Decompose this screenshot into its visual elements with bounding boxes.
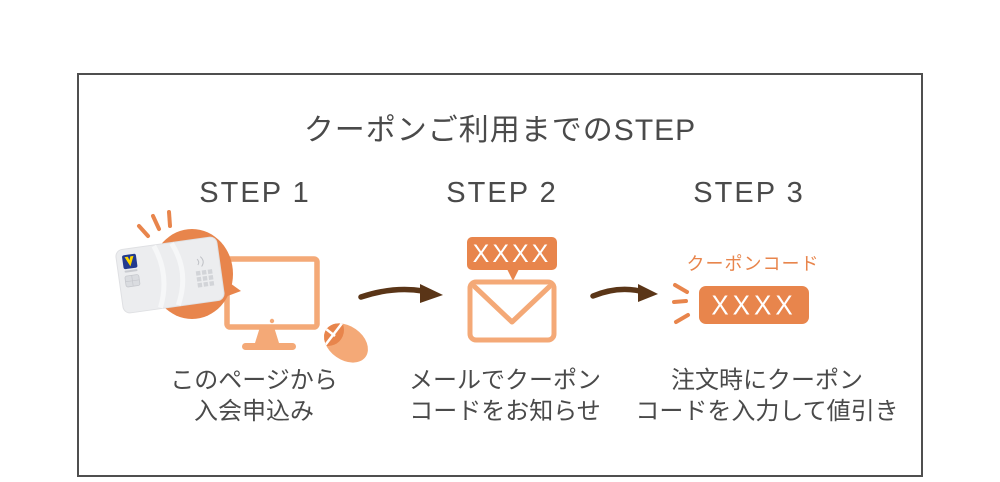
coupon-code-box: XXXX — [699, 286, 809, 324]
envelope-icon — [467, 279, 557, 343]
panel-title: クーポンご利用までのSTEP — [303, 114, 697, 147]
coupon-steps-panel: クーポンご利用までのSTEP STEP 1 STEP 2 STEP 3 — [77, 73, 923, 477]
arrow-right-icon — [590, 284, 658, 302]
card-chip-icon — [124, 274, 141, 288]
monitor-icon — [224, 256, 320, 350]
step1-caption-line2: 入会申込み — [194, 398, 314, 425]
coupon-code-text: XXXX — [711, 288, 797, 321]
step3-caption-line1: 注文時にクーポン — [671, 367, 863, 394]
sparkle-icon — [137, 210, 172, 238]
coupon-code-label: クーポンコード — [686, 254, 820, 274]
step1-caption: このページから 入会申込み — [104, 365, 404, 427]
mouse-icon — [316, 315, 368, 363]
step2-caption-line1: メールでクーポン — [409, 367, 601, 394]
emphasis-lines-icon — [672, 283, 690, 324]
arrow-right-icon — [358, 284, 443, 303]
coupon-code-badge: XXXX — [467, 237, 557, 281]
step2-caption: メールでクーポン コードをお知らせ — [355, 365, 655, 427]
step3-caption: 注文時にクーポン コードを入力して値引き — [617, 365, 917, 427]
contactless-icon — [196, 256, 204, 267]
embossed-dots — [195, 269, 215, 288]
vpoint-logo-icon — [122, 253, 138, 273]
step1-caption-line1: このページから — [170, 367, 338, 394]
step2-label: STEP 2 — [446, 177, 558, 209]
credit-card-icon — [115, 236, 225, 314]
badge-code-text: XXXX — [473, 240, 552, 268]
step1-label: STEP 1 — [199, 177, 311, 209]
step3-label: STEP 3 — [693, 177, 805, 209]
step3-caption-line2: コードを入力して値引き — [635, 398, 899, 425]
step2-caption-line2: コードをお知らせ — [409, 398, 601, 425]
step1-illustration — [115, 210, 368, 363]
step2-illustration: XXXX — [467, 237, 557, 343]
